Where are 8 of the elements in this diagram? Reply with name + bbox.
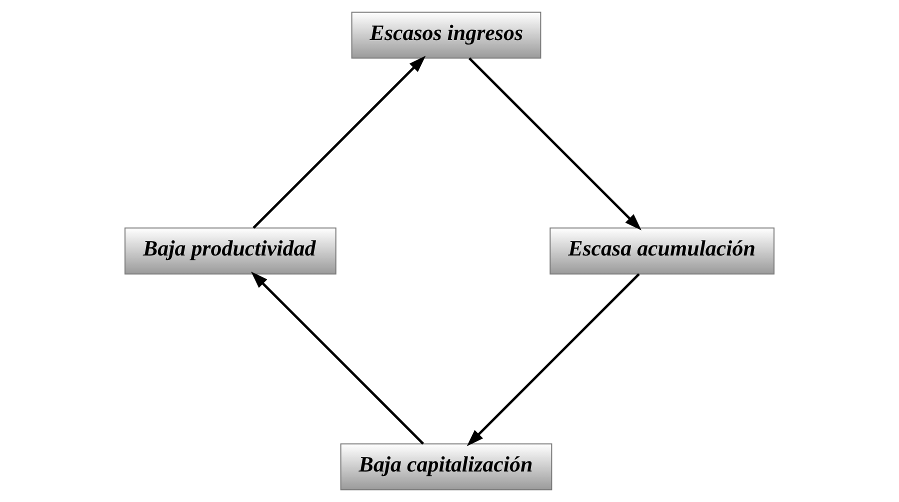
arrow	[466, 273, 640, 446]
node-box: Baja productividad	[124, 228, 336, 274]
arrow	[252, 56, 426, 229]
arrow	[251, 272, 424, 445]
node-box: Baja capitalización	[340, 443, 552, 490]
arrow	[468, 57, 642, 230]
node-box: Escasa acumulación	[550, 228, 774, 274]
node-box: Escasos ingresos	[351, 12, 542, 59]
